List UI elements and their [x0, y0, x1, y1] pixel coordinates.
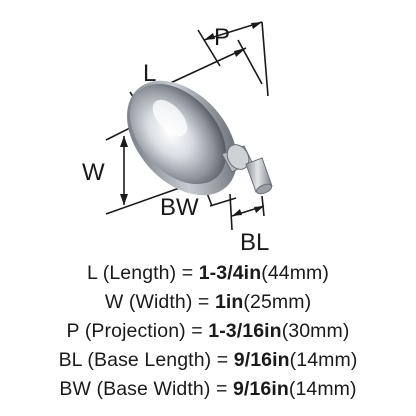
spec-metric: 14mm [295, 378, 351, 400]
label-bw: BW [160, 194, 199, 221]
spec-metric: 14mm [296, 349, 351, 371]
spec-base-width: BW (Base Width) = 9/16in(14mm) [59, 378, 357, 400]
knob-dimension-diagram: L P W BW BL [82, 21, 273, 255]
spec-name: Projection [91, 320, 180, 342]
knob-post [245, 157, 273, 193]
spec-value: 9/16in [233, 349, 290, 371]
cabinet-knob-illustration [127, 80, 273, 196]
spec-value: 1in [214, 291, 244, 313]
spec-abbr: P [66, 320, 80, 342]
label-l: L [143, 60, 156, 87]
spec-metric: 25mm [250, 291, 305, 313]
spec-name: Width [135, 291, 186, 313]
knob-highlight [152, 99, 188, 137]
spec-value: 1-3/4in [198, 262, 262, 284]
spec-base-length: BL (Base Length) = 9/16in(14mm) [58, 349, 358, 371]
spec-abbr: W [104, 291, 124, 313]
spec-abbr: L [87, 262, 98, 284]
spec-value: 1-3/16in [208, 320, 282, 342]
spec-name: Base Width [103, 378, 204, 400]
spec-abbr: BW [59, 378, 91, 400]
spec-projection: P (Projection) = 1-3/16in(30mm) [66, 320, 350, 342]
knob-collar-ring [226, 144, 250, 170]
spec-value: 9/16in [232, 378, 289, 400]
spec-metric: 44mm [267, 262, 323, 284]
dimension-spec-list: L (Length) = 1-3/4in(44mm) W (Width) = 1… [0, 259, 416, 404]
label-w: W [82, 159, 105, 186]
label-bl: BL [240, 229, 269, 255]
spec-name: Base Length [94, 349, 205, 371]
label-p: P [214, 24, 230, 51]
spec-width: W (Width) = 1in(25mm) [104, 291, 312, 313]
spec-abbr: BL [58, 349, 82, 371]
spec-length: L (Length) = 1-3/4in(44mm) [87, 262, 329, 284]
spec-metric: 30mm [288, 320, 343, 342]
spec-name: Length [109, 262, 170, 284]
knob-post-end [255, 183, 273, 195]
